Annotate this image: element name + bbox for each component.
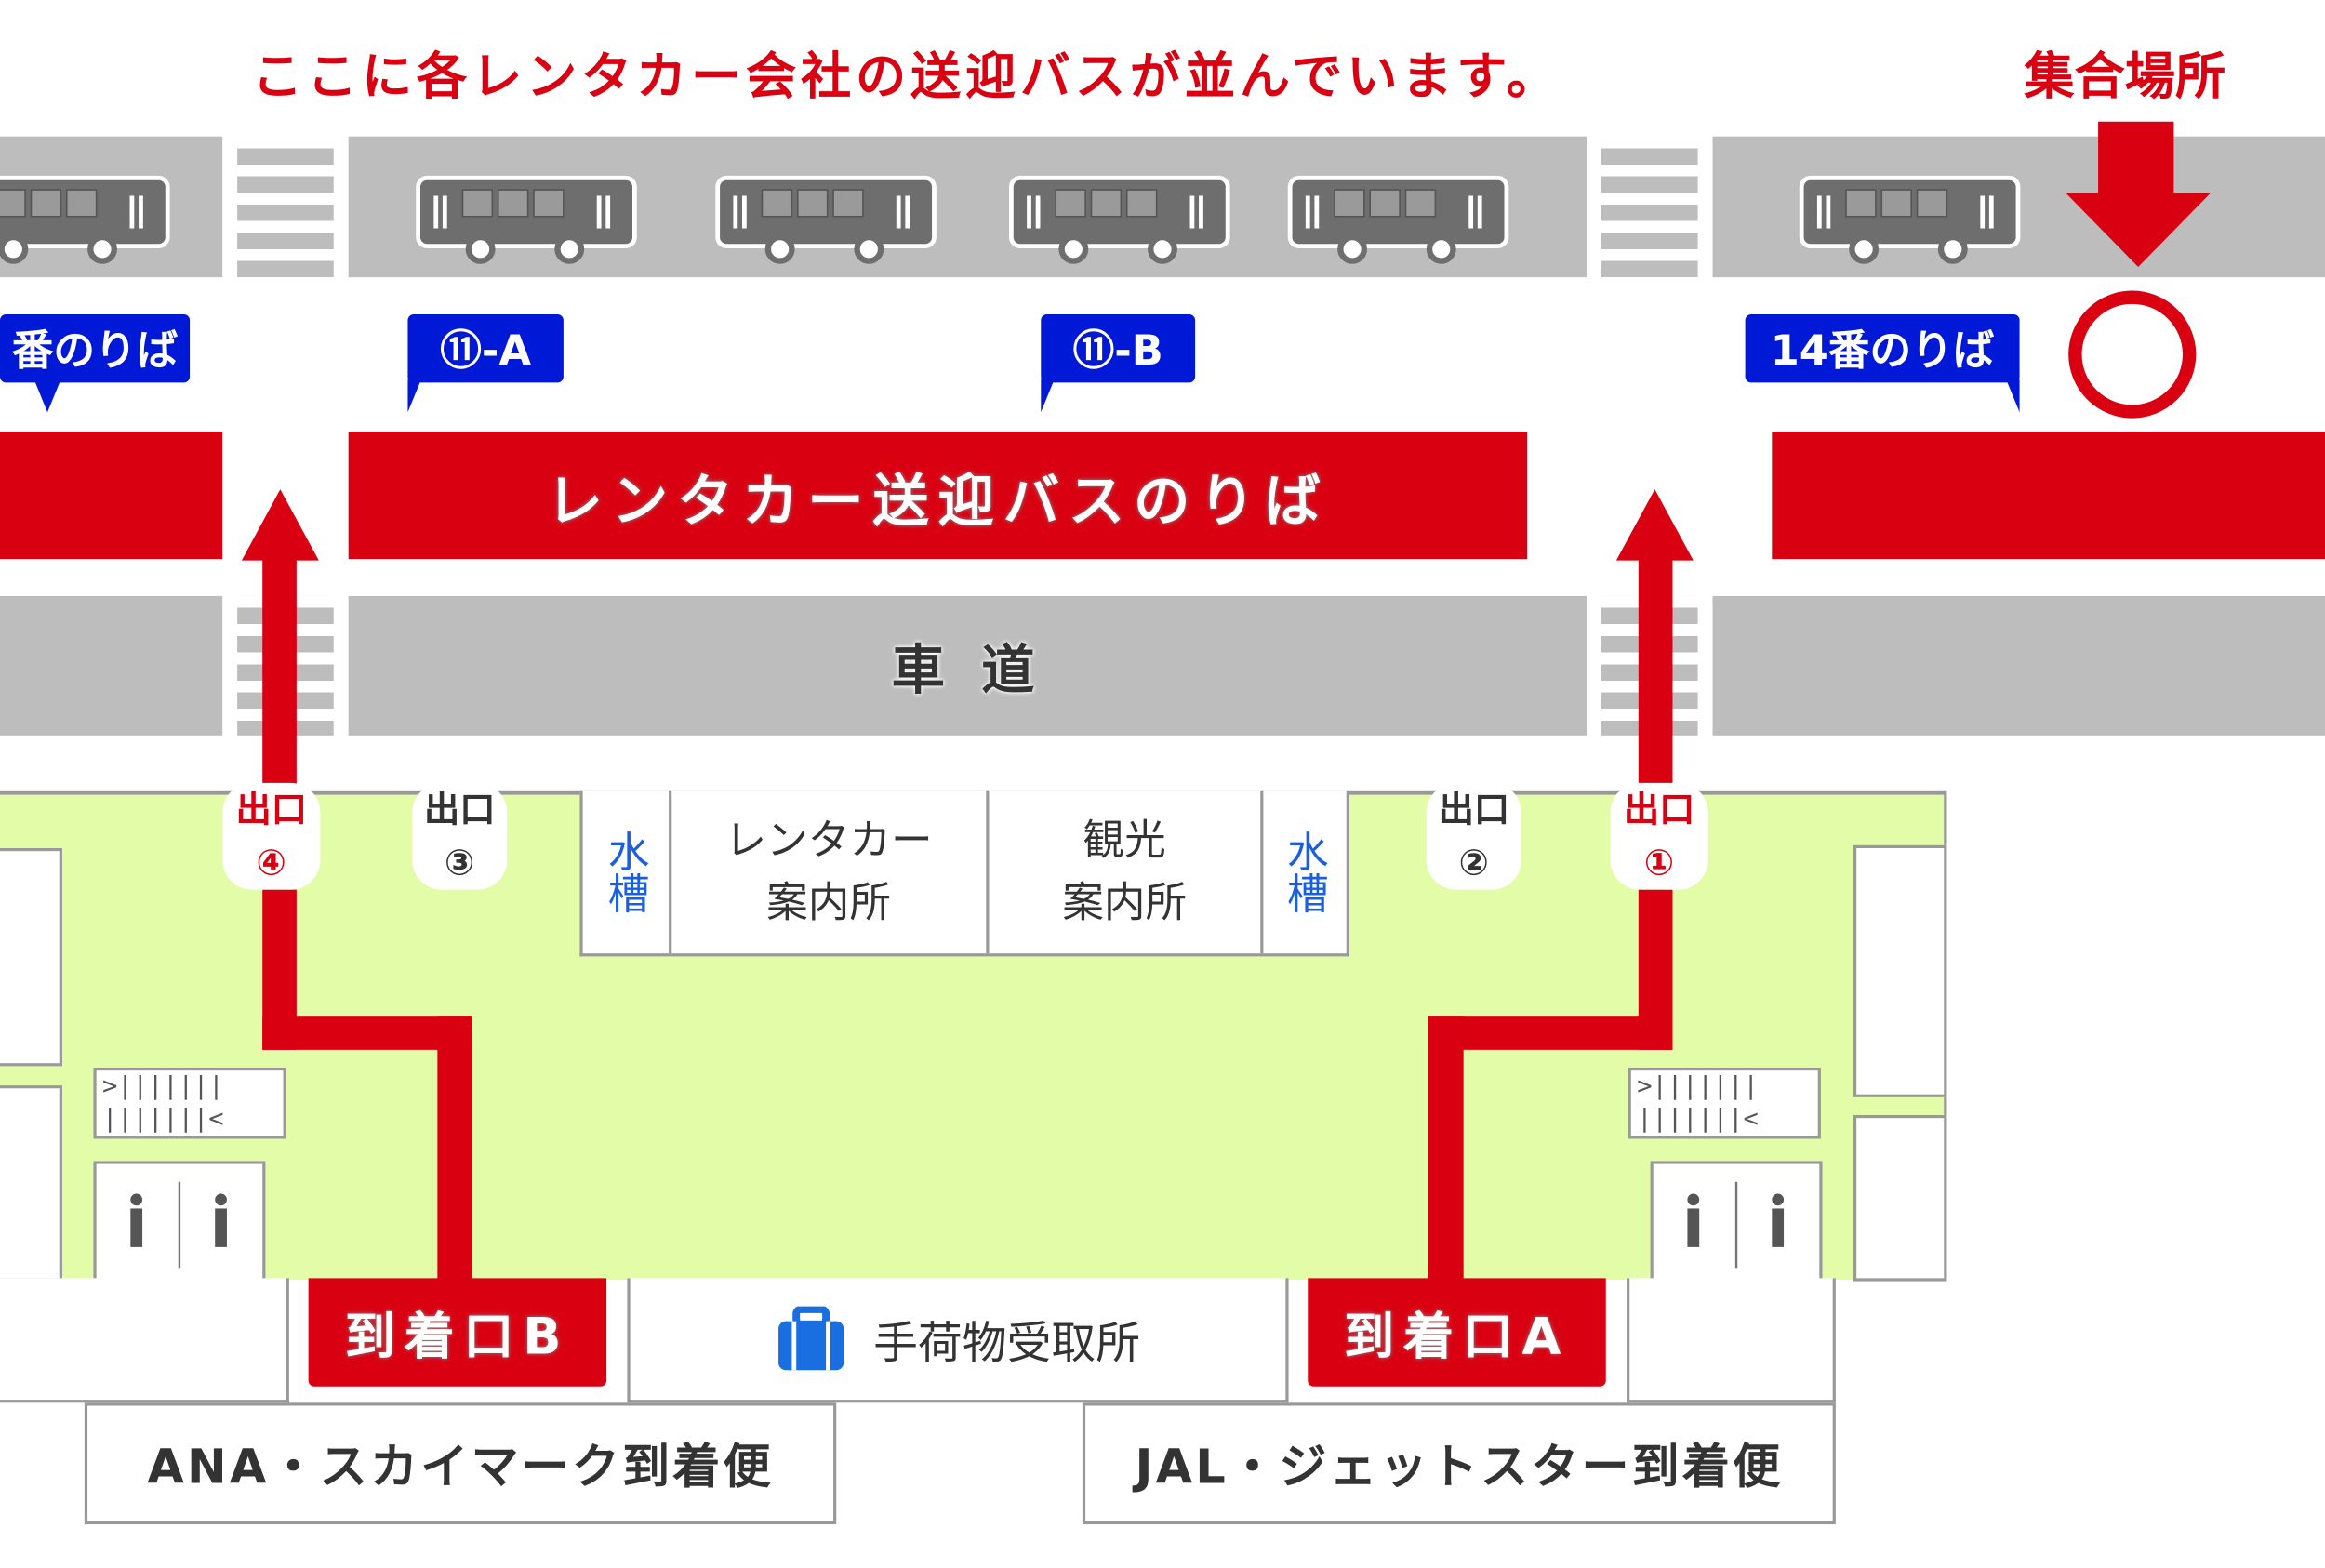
- route-path: [1428, 1016, 1673, 1050]
- exit-number: ③: [445, 842, 475, 884]
- wall-block: [0, 1278, 289, 1403]
- meeting-point-label: 集合場所: [2024, 47, 2226, 107]
- escalator-down: |||||||<: [102, 1104, 224, 1135]
- rental-bus-platform: レンタカー送迎バスのりば: [348, 431, 1528, 560]
- exit-4: 出口 ④: [222, 782, 321, 890]
- jal-jetstar-arrivals: JAL・ジェットスター到着便: [1082, 1402, 1836, 1525]
- platform-bar: [0, 431, 223, 560]
- wall-block: [1853, 844, 1947, 1097]
- bus-icon: [715, 175, 937, 267]
- info-counters: 水槽 レンタカー案内所 観光案内所 水槽: [579, 790, 1349, 957]
- wall-block: [0, 847, 62, 1067]
- bus-icon: [1008, 175, 1230, 267]
- stop-tag-label: ⑪-B: [1072, 326, 1163, 376]
- baggage-label: 手荷物受取所: [873, 1318, 1141, 1371]
- route-arrow-shaft: [262, 555, 297, 794]
- exit-number: ①: [1643, 842, 1675, 884]
- stop-tag-14: 14番のりば: [1745, 314, 2020, 413]
- escalator-down: |||||||<: [1637, 1104, 1759, 1135]
- water-tank-left: 水槽: [583, 790, 672, 954]
- stop-tag-11a: ⑪-A: [407, 314, 564, 413]
- exit-label: 出口: [1438, 789, 1510, 831]
- luggage-icon: [778, 1306, 844, 1371]
- crosswalk: [237, 136, 334, 278]
- route-path: [1428, 1016, 1464, 1283]
- rental-info-line2: 案内所: [766, 877, 892, 927]
- down-arrow-icon: [2065, 193, 2212, 267]
- restroom-left: [93, 1161, 266, 1283]
- escalator-left: >||||||||||||||<: [93, 1067, 286, 1139]
- bus-icon: [1799, 175, 2021, 267]
- route-path: [262, 1016, 472, 1050]
- exit-1: 出口 ①: [1610, 782, 1708, 890]
- rental-info-line1: レンタカー: [724, 815, 933, 865]
- stop-tag-left: 番のりば: [0, 314, 191, 413]
- crosswalk: [1601, 136, 1698, 278]
- wall-block: [1853, 1114, 1947, 1282]
- restroom-right: [1650, 1161, 1823, 1283]
- stop-tag-11b: ⑪-B: [1041, 314, 1196, 413]
- meeting-point-circle-icon: [2068, 290, 2197, 419]
- exit-number: ④: [256, 842, 286, 884]
- exit-2: 出口 ②: [1426, 782, 1521, 890]
- notice-text: ここに各レンタカー会社の送迎バスが並んでいます。: [252, 47, 1561, 107]
- exit-label: 出口: [235, 789, 308, 831]
- tourist-info: 観光案内所: [989, 790, 1264, 954]
- bus-icon: [1287, 175, 1509, 267]
- road: [0, 595, 223, 736]
- restroom-icon: [130, 1181, 227, 1269]
- exit-3: 出口 ③: [412, 782, 508, 890]
- exit-number: ②: [1458, 842, 1490, 884]
- restroom-icon: [1687, 1181, 1785, 1269]
- escalator-up: >|||||||: [102, 1071, 224, 1102]
- tourist-info-line1: 観光: [1083, 815, 1166, 865]
- road: [1712, 595, 2325, 736]
- meeting-arrow-shaft: [2098, 121, 2174, 196]
- bus-icon: [0, 175, 170, 267]
- water-tank-right: 水槽: [1281, 830, 1331, 914]
- bus-icon: [415, 175, 637, 267]
- platform-bar: [1772, 431, 2325, 560]
- wall-block: [1627, 1278, 1836, 1403]
- arrival-gate-b: 到着口B: [308, 1278, 607, 1387]
- baggage-claim: 手荷物受取所: [627, 1278, 1289, 1403]
- up-arrow-icon: [241, 489, 319, 561]
- route-arrow-shaft: [1638, 555, 1673, 794]
- up-arrow-icon: [1615, 489, 1694, 561]
- stop-tag-label: ⑪-A: [440, 326, 532, 376]
- escalator-up: >|||||||: [1637, 1071, 1759, 1102]
- escalator-right: >||||||||||||||<: [1628, 1067, 1821, 1139]
- stop-tag-label: 14番のりば: [1770, 326, 1995, 376]
- wall-block: [0, 1085, 62, 1282]
- arrival-gate-a: 到着口A: [1308, 1278, 1606, 1387]
- stop-tag-label: 番のりば: [11, 326, 179, 376]
- exit-label: 出口: [1623, 789, 1695, 831]
- exit-label: 出口: [423, 789, 496, 831]
- route-path: [437, 1016, 472, 1283]
- ana-skymark-arrivals: ANA・スカイマーク到着便: [84, 1402, 837, 1525]
- rental-car-info: レンタカー案内所: [671, 790, 990, 954]
- roadway: 車 道: [348, 595, 1588, 736]
- tourist-info-line2: 案内所: [1062, 877, 1188, 927]
